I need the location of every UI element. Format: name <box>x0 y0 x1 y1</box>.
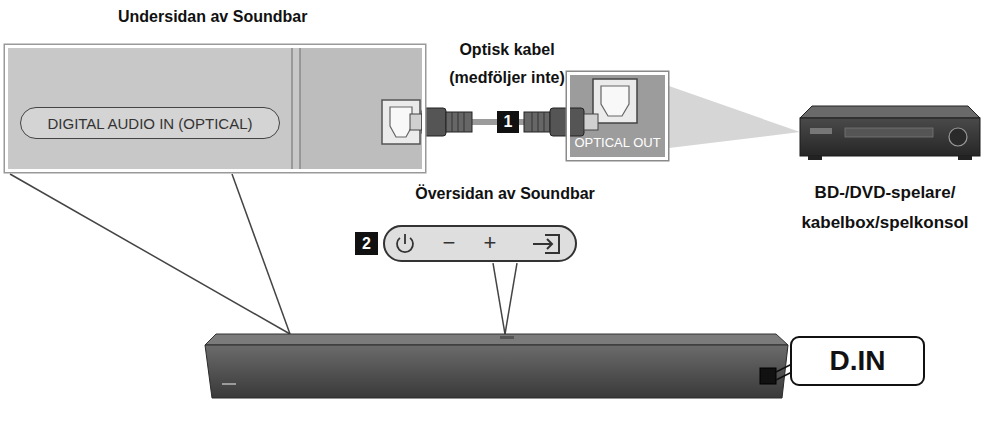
button-panel: Översidan av Soundbar <box>383 225 577 262</box>
device-display <box>810 128 832 134</box>
display-window <box>760 368 776 384</box>
plug-body <box>422 108 446 136</box>
port-label: DIGITAL AUDIO IN (OPTICAL) <box>20 107 280 139</box>
button-symbol: − <box>440 229 458 257</box>
disc-slot <box>845 128 933 137</box>
port-label-text: OPTICAL OUT <box>570 135 665 150</box>
button-panel-fill <box>383 225 577 262</box>
divider-line <box>299 46 301 171</box>
display-callout: D.IN <box>790 336 925 386</box>
callout-line <box>10 174 290 334</box>
device-knob <box>949 128 967 146</box>
port-label-text: DIGITAL AUDIO IN (OPTICAL) <box>47 115 252 132</box>
plug-strain-relief <box>524 112 550 132</box>
panel-heading: Undersidan av Soundbar <box>118 8 307 26</box>
input-icon <box>533 239 552 249</box>
device-top <box>800 106 980 118</box>
port-panel: Undersidan av SoundbarDIGITAL AUDIO IN (… <box>5 45 425 172</box>
callout-wedge <box>669 86 800 148</box>
device-front <box>800 118 980 156</box>
plug-ridges <box>452 112 464 132</box>
soundbar-keys <box>500 336 514 339</box>
device-foot <box>808 156 822 160</box>
port-opening <box>601 86 629 116</box>
optical-port <box>593 79 637 123</box>
display-text: D.IN <box>830 345 886 377</box>
port-area <box>300 45 425 172</box>
plug-strain-relief <box>446 112 472 132</box>
soundbar-top <box>205 334 788 345</box>
button-symbol: + <box>481 229 499 257</box>
callout-line <box>232 174 290 334</box>
divider-line <box>291 46 293 171</box>
plug-ridges <box>532 112 544 132</box>
device-foot <box>958 156 972 160</box>
plug-tip <box>410 114 422 130</box>
callout-line <box>493 263 505 334</box>
panel-heading: Översidan av Soundbar <box>385 185 625 203</box>
callout-number: 1 <box>497 111 519 133</box>
output-panel: OPTICAL OUT <box>567 72 668 160</box>
device-label: BD-/DVD-spelare/ kabelbox/spelkonsol <box>790 178 980 238</box>
soundbar-led <box>222 383 236 385</box>
edge-label: Optisk kabel (medföljer inte) <box>437 36 577 92</box>
callout-line <box>505 263 517 334</box>
callout-number: 2 <box>355 232 378 255</box>
soundbar-front <box>205 345 788 398</box>
plug-tip <box>584 114 598 130</box>
power-icon <box>404 234 406 244</box>
panel-fill <box>5 45 425 172</box>
port-opening <box>390 107 412 137</box>
